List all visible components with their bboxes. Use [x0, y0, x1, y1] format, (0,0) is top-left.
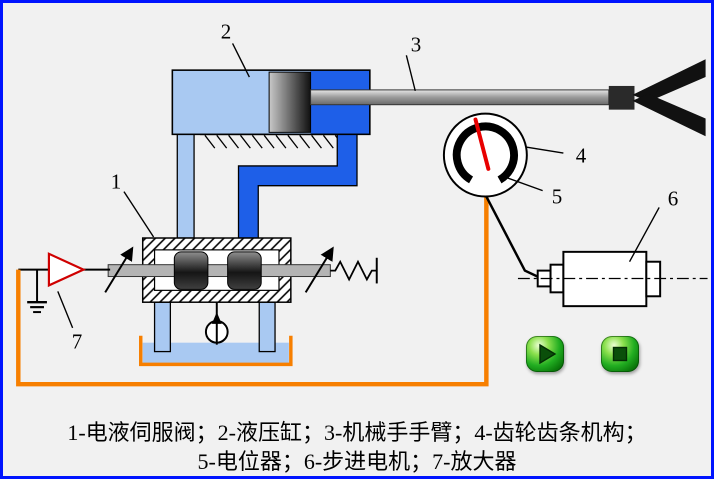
amplifier-triangle — [47, 252, 87, 288]
potentiometer-dial — [442, 112, 528, 198]
motor-link-rod — [485, 195, 543, 280]
drain-pipe-right — [258, 301, 276, 353]
part-label-6: 6 — [667, 186, 679, 211]
leader-1 — [123, 191, 155, 238]
part-label-4: 4 — [575, 143, 587, 168]
gripper-upper-jaw — [632, 59, 706, 102]
cylinder-mounting-hatch — [199, 133, 347, 149]
valve-return-spring — [330, 259, 377, 282]
leader-3 — [405, 55, 416, 92]
valve-spool-rod — [107, 264, 331, 278]
leader-4 — [526, 146, 564, 154]
leader-7 — [57, 291, 74, 329]
gripper-lower-jaw — [632, 93, 706, 137]
servo-valve — [104, 237, 378, 303]
manipulator-arm — [310, 59, 706, 137]
valve-actuation-arrow-left — [104, 246, 134, 293]
part-label-1: 1 — [110, 169, 122, 194]
amplifier — [18, 252, 111, 314]
caption-line-2: 5-电位器；6-步进电机；7-放大器 — [197, 449, 517, 474]
diagram-canvas — [16, 43, 708, 387]
oil-tank — [139, 301, 293, 367]
pump-symbol — [204, 302, 229, 345]
gear-arc — [452, 122, 518, 188]
valve-actuation-arrow-right — [304, 246, 334, 293]
leader-2 — [231, 43, 250, 78]
piston — [268, 71, 312, 133]
label-leader-lines — [57, 43, 660, 329]
play-icon — [539, 343, 557, 365]
part-label-7: 7 — [71, 329, 83, 354]
feedback-wire — [16, 196, 489, 387]
ground-symbol — [27, 269, 47, 314]
drain-pipe-left — [153, 301, 172, 353]
hydraulic-pipe-light — [176, 130, 195, 239]
leader-5 — [506, 177, 543, 192]
spool-land-right — [227, 251, 262, 290]
stop-icon — [612, 346, 628, 362]
dial-needle — [473, 117, 491, 171]
part-label-3: 3 — [410, 32, 422, 57]
part-label-2: 2 — [220, 19, 232, 44]
leader-6 — [628, 207, 660, 263]
stop-button[interactable] — [601, 336, 639, 372]
stepper-motor — [517, 250, 708, 308]
part-label-5: 5 — [551, 184, 563, 209]
play-button[interactable] — [526, 336, 564, 372]
gripper-hub — [608, 85, 635, 110]
spool-land-left — [173, 251, 209, 290]
caption-line-1: 1-电液伺服阀；2-液压缸；3-机械手手臂；4-齿轮齿条机构； — [67, 420, 647, 445]
